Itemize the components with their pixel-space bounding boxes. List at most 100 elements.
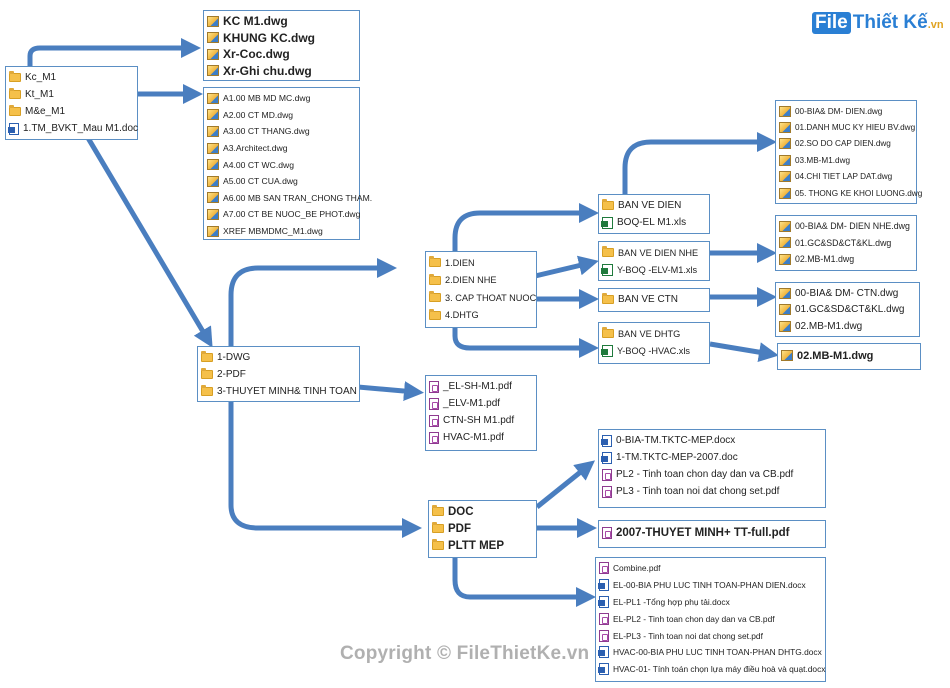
- file-item[interactable]: HVAC-00-BIA PHU LUC TINH TOAN-PHAN DHTG.…: [598, 644, 822, 661]
- file-item-label: KHUNG KC.dwg: [223, 30, 315, 45]
- file-item[interactable]: Y-BOQ -ELV-M1.xls: [601, 261, 706, 278]
- file-item[interactable]: 3. CAP THOAT NUOC: [429, 289, 536, 307]
- file-item[interactable]: 05. THONG KE KHOI LUONG.dwg: [779, 185, 922, 201]
- file-item-label: A3.Architect.dwg: [223, 143, 288, 154]
- file-item[interactable]: _ELV-M1.pdf: [429, 395, 533, 412]
- file-item[interactable]: BAN VE DHTG: [602, 325, 706, 342]
- file-item[interactable]: PL3 - Tinh toan noi dat chong set.pdf: [602, 483, 822, 500]
- file-item[interactable]: Combine.pdf: [599, 560, 822, 577]
- file-item[interactable]: A6.00 MB SAN TRAN_CHONG THAM.: [207, 190, 372, 207]
- file-item[interactable]: 04.CHI TIET LAP DAT.dwg: [779, 169, 913, 185]
- file-item[interactable]: BAN VE DIEN NHE: [602, 244, 706, 261]
- connector-arrow: [452, 318, 599, 358]
- file-item[interactable]: HVAC-M1.pdf: [429, 429, 533, 446]
- dwg-icon: [779, 171, 791, 183]
- file-item[interactable]: 01.GC&SD&CT&KL.dwg: [779, 235, 913, 252]
- folder-icon: [201, 351, 213, 362]
- file-item-label: EL-PL1 -Tổng hợp phụ tải.docx: [613, 596, 730, 607]
- doc-icon: [598, 646, 609, 659]
- folder-icon: [9, 71, 21, 82]
- file-item-label: 00-BIA& DM- DIEN.dwg: [795, 106, 883, 116]
- file-item[interactable]: EL-PL1 -Tổng hợp phụ tải.docx: [598, 594, 822, 611]
- file-item[interactable]: 0-BIA-TM.TKTC-MEP.docx: [601, 432, 822, 449]
- file-item[interactable]: 4.DHTG: [429, 307, 533, 325]
- file-item[interactable]: M&e_M1: [9, 103, 134, 120]
- file-item[interactable]: 01.DANH MUC KY HIEU BV.dwg: [779, 119, 915, 135]
- file-item[interactable]: 2.DIEN NHE: [429, 272, 533, 290]
- file-item[interactable]: Kc_M1: [9, 69, 134, 86]
- file-item[interactable]: 2-PDF: [201, 366, 356, 383]
- folder-icon: [432, 522, 444, 533]
- file-item[interactable]: 02.MB-M1.dwg: [779, 251, 913, 268]
- doc-icon: [8, 122, 19, 135]
- dwg-icon: [207, 109, 219, 121]
- file-item[interactable]: PL2 - Tinh toan chon day dan va CB.pdf: [602, 466, 822, 483]
- file-item[interactable]: A7.00 CT BE NUOC_BE PHOT.dwg: [207, 206, 360, 223]
- file-item[interactable]: EL-00-BIA PHU LUC TINH TOAN-PHAN DIEN.do…: [598, 577, 822, 594]
- dwg-icon: [207, 192, 219, 204]
- dwg-icon: [779, 237, 791, 249]
- connector-arrow: [535, 460, 596, 509]
- file-item[interactable]: DOC: [432, 503, 533, 520]
- file-item[interactable]: 03.MB-M1.dwg: [779, 152, 913, 168]
- file-item[interactable]: 01.GC&SD&CT&KL.dwg: [779, 302, 916, 319]
- file-item[interactable]: KHUNG KC.dwg: [207, 30, 356, 47]
- file-item[interactable]: Xr-Coc.dwg: [207, 46, 356, 63]
- file-item[interactable]: 2007-THUYET MINH+ TT-full.pdf: [602, 523, 822, 542]
- file-item-label: 1.TM_BVKT_Mau M1.doc: [23, 123, 139, 134]
- file-item-label: 00-BIA& DM- CTN.dwg: [795, 287, 899, 299]
- file-item[interactable]: HVAC-01- Tính toán chọn lựa máy điều hoà…: [598, 661, 825, 678]
- file-item[interactable]: A4.00 CT WC.dwg: [207, 156, 356, 173]
- file-item[interactable]: Kt_M1: [9, 86, 134, 103]
- file-item[interactable]: 1-DWG: [201, 349, 356, 366]
- file-item[interactable]: 1.TM_BVKT_Mau M1.doc: [8, 120, 138, 137]
- file-item[interactable]: PLTT MEP: [432, 537, 533, 554]
- file-item-label: _ELV-M1.pdf: [443, 398, 501, 409]
- file-item[interactable]: 02.MB-M1.dwg: [779, 318, 916, 335]
- file-item[interactable]: A2.00 CT MD.dwg: [207, 107, 356, 124]
- file-item[interactable]: 3-THUYET MINH& TINH TOAN: [201, 383, 357, 400]
- file-item-label: A4.00 CT WC.dwg: [223, 159, 295, 170]
- file-item[interactable]: 02.SO DO CAP DIEN.dwg: [779, 136, 913, 152]
- file-item[interactable]: BAN VE CTN: [602, 291, 706, 308]
- file-item[interactable]: Y-BOQ -HVAC.xls: [601, 342, 706, 359]
- file-item-label: Y-BOQ -ELV-M1.xls: [617, 264, 698, 275]
- file-item[interactable]: BOQ-EL M1.xls: [601, 214, 706, 231]
- file-item[interactable]: A3.00 CT THANG.dwg: [207, 123, 356, 140]
- file-item-label: 05. THONG KE KHOI LUONG.dwg: [795, 188, 923, 198]
- pdf-icon: [429, 380, 439, 393]
- file-item[interactable]: EL-PL2 - Tinh toan chon day dan va CB.pd…: [599, 610, 822, 627]
- file-item[interactable]: A1.00 MB MD MC.dwg: [207, 90, 356, 107]
- file-item[interactable]: Xr-Ghi chu.dwg: [207, 63, 356, 80]
- file-item[interactable]: XREF MBMDMC_M1.dwg: [207, 223, 356, 240]
- box-bvdiennhe: BAN VE DIEN NHE Y-BOQ -ELV-M1.xls: [598, 241, 710, 281]
- file-item[interactable]: A3.Architect.dwg: [207, 140, 356, 157]
- connector-arrow: [27, 38, 201, 66]
- file-item[interactable]: 1-TM.TKTC-MEP-2007.doc: [601, 449, 822, 466]
- file-item[interactable]: 02.MB-M1.dwg: [781, 346, 917, 365]
- dwg-icon: [779, 320, 791, 332]
- file-item[interactable]: 00-BIA& DM- DIEN.dwg: [779, 103, 913, 119]
- folder-icon: [602, 293, 614, 304]
- file-item[interactable]: 1.DIEN: [429, 254, 533, 272]
- file-item-label: PL3 - Tinh toan noi dat chong set.pdf: [616, 486, 780, 497]
- file-item[interactable]: 00-BIA& DM- CTN.dwg: [779, 285, 916, 302]
- file-item[interactable]: CTN-SH M1.pdf: [429, 412, 533, 429]
- folder-icon: [432, 505, 444, 516]
- file-item[interactable]: EL-PL3 - Tinh toan noi dat chong set.pdf: [599, 627, 822, 644]
- pdf-icon: [602, 526, 612, 539]
- dwg-icon: [781, 350, 793, 361]
- dwg-icon: [207, 32, 219, 44]
- file-item[interactable]: A5.00 CT CUA.dwg: [207, 173, 356, 190]
- file-item[interactable]: PDF: [432, 520, 533, 537]
- file-item[interactable]: BAN VE DIEN: [602, 197, 706, 214]
- file-item[interactable]: _EL-SH-M1.pdf: [429, 378, 533, 395]
- doc-icon: [598, 595, 609, 608]
- folder-icon: [602, 199, 614, 210]
- file-item[interactable]: KC M1.dwg: [207, 13, 356, 30]
- file-item[interactable]: 00-BIA& DM- DIEN NHE.dwg: [779, 218, 913, 235]
